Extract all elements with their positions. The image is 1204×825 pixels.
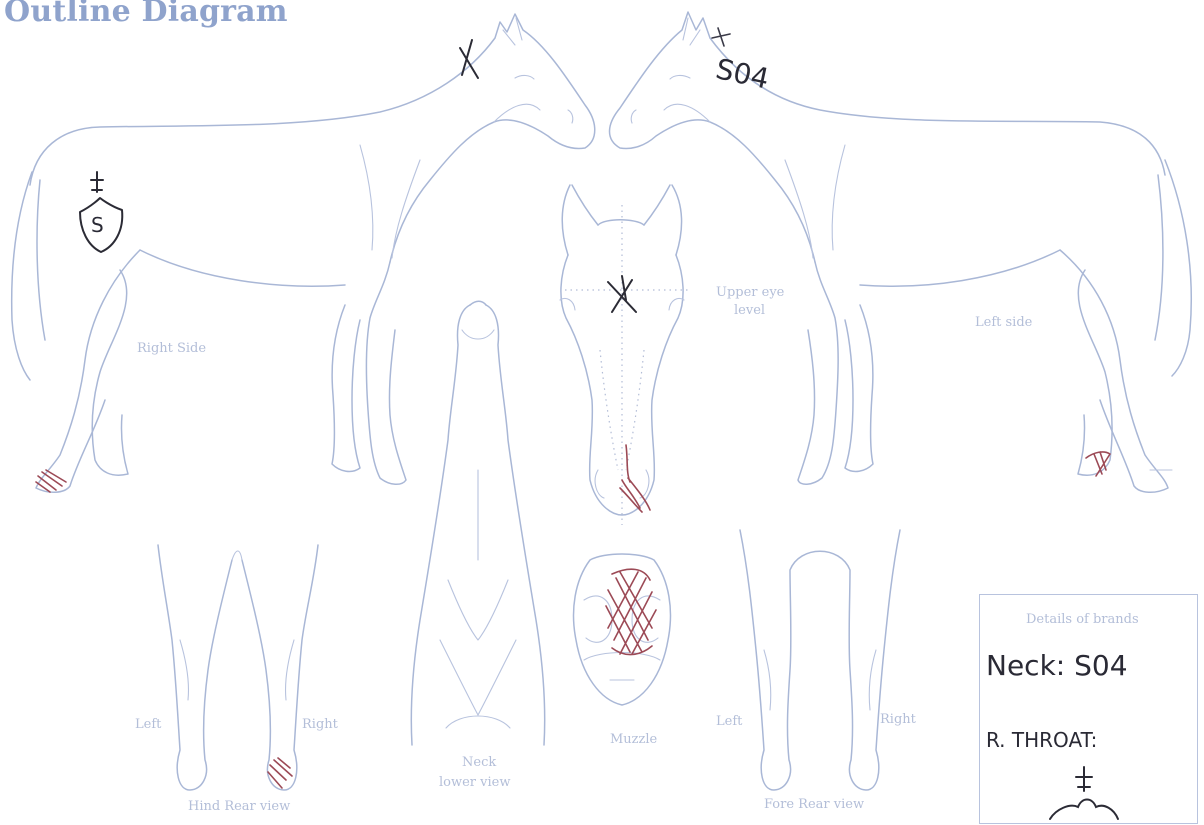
brand-details-header: Details of brands [1026, 612, 1139, 627]
neck-label-line1: Neck [462, 755, 496, 770]
x-mark-poll [460, 40, 478, 78]
left-side-horse [610, 12, 1192, 492]
hind-right-label: Right [302, 717, 339, 732]
hind-rear-view [158, 545, 318, 790]
neck-brand-mark: S04 [713, 52, 772, 95]
throat-brand-sketch [1050, 767, 1118, 819]
fore-right-label: Right [880, 712, 917, 727]
right-side-horse [12, 14, 595, 492]
fore-rear-view [740, 530, 900, 790]
fore-rear-caption: Fore Rear view [764, 797, 864, 812]
muzzle-label: Muzzle [610, 732, 658, 747]
brand-throat-entry: R. THROAT: [986, 728, 1097, 752]
muzzle-view [574, 554, 671, 705]
left-side-label: Left side [975, 315, 1033, 330]
handwritten-marks: S S04 [80, 28, 772, 312]
shield-brand: S [80, 172, 122, 252]
brand-details-box: Details of brands Neck: S04 R. THROAT: [979, 594, 1198, 824]
right-side-label: Right Side [137, 341, 206, 356]
neck-lower-view [411, 301, 544, 745]
upper-eye-label-line2: level [734, 303, 765, 318]
fore-left-label: Left [716, 714, 743, 729]
brand-neck-entry: Neck: S04 [986, 649, 1128, 682]
hind-rear-caption: Hind Rear view [188, 799, 290, 814]
neck-label-line2: lower view [439, 775, 510, 790]
svg-text:S: S [91, 213, 104, 237]
upper-eye-label-line1: Upper eye [716, 285, 785, 300]
front-head-view [560, 185, 690, 525]
hind-left-label: Left [135, 717, 162, 732]
